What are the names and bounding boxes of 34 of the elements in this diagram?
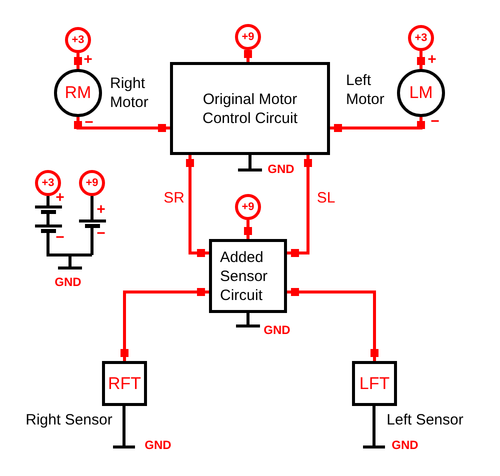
sensor-block: RFT [102,361,147,406]
component-label: Left Sensor [386,410,464,430]
polarity-sign: + [428,53,436,67]
motor-symbol: LM [397,69,445,117]
ground-label: GND [144,438,172,452]
ground-label: GND [54,275,82,289]
wire [74,117,170,132]
wire [417,51,425,69]
voltage-terminal: +9 [79,170,105,196]
component-label: Right Sensor [26,410,112,430]
ground-label: GND [268,162,294,176]
wire [287,288,378,361]
component-label: Left Motor [346,71,386,109]
wire [244,220,252,239]
sensor-block: LFT [352,361,397,406]
wire [120,288,209,361]
voltage-terminal: +9 [235,194,261,220]
circuit-block: Added Sensor Circuit [209,239,287,313]
voltage-terminal: +3 [65,27,91,53]
wire [287,155,312,257]
circuit-block: Original Motor Control Circuit [170,62,330,155]
polarity-sign: − [84,116,94,130]
voltage-terminal: +9 [235,24,261,50]
polarity-sign: + [84,53,92,67]
wire [330,117,425,132]
ground-label: GND [264,323,290,337]
wire [244,50,252,62]
ground-label: GND [392,438,418,452]
component-label: Right Motor [110,74,150,112]
wire [186,155,209,257]
polarity-sign: − [430,115,440,129]
voltage-terminal: +3 [408,25,434,51]
wire [74,53,82,69]
motor-symbol: RM [54,69,102,117]
